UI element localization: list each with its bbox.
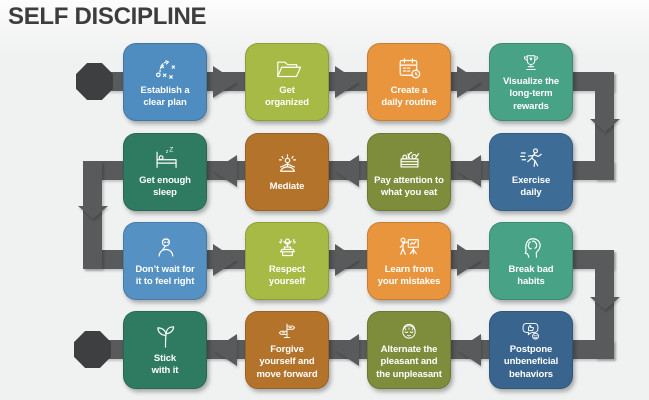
flow-end-terminator (74, 331, 111, 368)
svg-text:z: z (165, 149, 168, 155)
arrow-left-icon (457, 155, 481, 187)
svg-text:Z: Z (169, 147, 173, 154)
presentation-board-icon (396, 234, 423, 262)
runner-icon (518, 145, 545, 173)
arrow-right-icon (213, 244, 237, 276)
open-folder-icon (274, 55, 301, 83)
arrow-right-icon (335, 244, 359, 276)
arrow-left-icon (457, 334, 481, 366)
calendar-routine-icon (396, 55, 423, 83)
arrow-down-icon (590, 297, 620, 310)
arrow-right-icon (213, 66, 237, 98)
arrow-left-icon (335, 334, 359, 366)
vegetable-crate-icon (396, 145, 423, 173)
arrow-down-icon (590, 119, 620, 132)
flow-card-mediate: Mediate (245, 133, 329, 211)
arrow-right-icon (335, 66, 359, 98)
trophy-icon (520, 51, 542, 74)
arrow-right-icon (457, 244, 481, 276)
raised-arms-person-icon (274, 234, 301, 262)
arrow-left-icon (335, 155, 359, 187)
sprout-leaves-icon (152, 323, 179, 351)
head-brain-icon (518, 234, 545, 262)
signpost-icon (276, 319, 298, 342)
arrow-left-icon (213, 334, 237, 366)
calm-face-icon (398, 319, 420, 342)
arrow-left-icon (213, 155, 237, 187)
thumbs-up-bubble-icon (520, 319, 542, 342)
thinking-person-icon (152, 234, 179, 262)
meditation-icon (274, 151, 301, 179)
strategy-plan-icon (152, 55, 179, 83)
arrow-down-icon (78, 206, 108, 219)
flow-start-terminator (76, 63, 113, 100)
arrow-right-icon (457, 66, 481, 98)
page-title: SELF DISCIPLINE (8, 3, 207, 30)
